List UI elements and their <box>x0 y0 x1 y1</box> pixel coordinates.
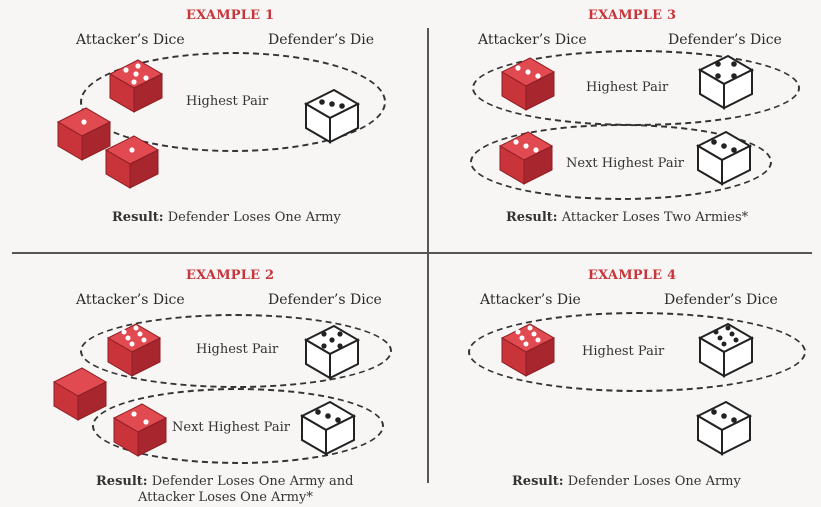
highest-pair-label: Highest Pair <box>196 342 279 357</box>
defender-die-six <box>694 316 758 380</box>
defender-die-three <box>296 394 360 458</box>
defender-label: Defender’s Dice <box>268 292 382 308</box>
next-highest-pair-label: Next Highest Pair <box>172 420 290 435</box>
result-prefix: Result: <box>512 474 564 489</box>
attacker-label: Attacker’s Dice <box>478 32 587 48</box>
attacker-label: Attacker’s Dice <box>76 292 185 308</box>
example-2-result: Result: Defender Loses One Army and <box>96 474 353 489</box>
attacker-die-one <box>52 100 116 164</box>
attacker-die-five <box>104 52 168 116</box>
defender-label: Defender’s Dice <box>668 32 782 48</box>
result-text: Defender Loses One Army <box>167 210 341 225</box>
example-3-result: Result: Attacker Loses Two Armies* <box>506 210 748 225</box>
next-highest-pair-ellipse <box>92 388 384 464</box>
defender-die-four <box>694 48 758 112</box>
highest-pair-label: Highest Pair <box>582 344 665 359</box>
highest-pair-label: Highest Pair <box>186 94 269 109</box>
attacker-die-six <box>102 316 166 380</box>
highest-pair-label: Highest Pair <box>586 80 669 95</box>
example-3-panel: EXAMPLE 3 Attacker’s Dice Defender’s Dic… <box>430 0 821 252</box>
highest-pair-ellipse <box>80 314 392 388</box>
attacker-die-two <box>108 396 172 460</box>
attacker-die-one-b <box>100 128 164 192</box>
defender-die-three <box>300 82 364 146</box>
result-prefix: Result: <box>506 210 558 225</box>
result-prefix: Result: <box>96 474 148 489</box>
example-2-panel: EXAMPLE 2 Attacker’s Dice Defender’s Dic… <box>0 256 428 507</box>
attacker-die-blank <box>48 360 112 424</box>
next-highest-pair-label: Next Highest Pair <box>566 156 684 171</box>
defender-die-three <box>692 394 756 458</box>
example-2-title: EXAMPLE 2 <box>186 268 275 283</box>
defender-die-five <box>300 318 364 382</box>
example-2-result-line2: Attacker Loses One Army* <box>138 490 313 505</box>
attacker-die-three-b <box>494 124 558 188</box>
result-prefix: Result: <box>112 210 164 225</box>
example-1-panel: EXAMPLE 1 Attacker’s Dice Defender’s Die… <box>0 0 428 252</box>
example-1-title: EXAMPLE 1 <box>186 8 275 23</box>
attacker-die-six <box>496 316 560 380</box>
attacker-label: Attacker’s Die <box>480 292 581 308</box>
horizontal-divider <box>12 252 812 254</box>
defender-die-three <box>692 124 756 188</box>
attacker-label: Attacker’s Dice <box>76 32 185 48</box>
attacker-die-three <box>496 50 560 114</box>
next-highest-pair-ellipse <box>470 124 772 200</box>
example-4-result: Result: Defender Loses One Army <box>512 474 741 489</box>
example-1-result: Result: Defender Loses One Army <box>112 210 341 225</box>
result-text: Defender Loses One Army and <box>151 474 354 489</box>
result-text: Attacker Loses Two Armies* <box>561 210 749 225</box>
highest-pair-ellipse <box>80 52 386 152</box>
example-3-title: EXAMPLE 3 <box>588 8 677 23</box>
example-4-title: EXAMPLE 4 <box>588 268 677 283</box>
example-4-panel: EXAMPLE 4 Attacker’s Die Defender’s Dice… <box>430 256 821 507</box>
defender-label: Defender’s Die <box>268 32 375 48</box>
highest-pair-ellipse <box>468 312 806 392</box>
defender-label: Defender’s Dice <box>664 292 778 308</box>
vertical-divider <box>427 28 429 483</box>
result-text: Defender Loses One Army <box>567 474 741 489</box>
